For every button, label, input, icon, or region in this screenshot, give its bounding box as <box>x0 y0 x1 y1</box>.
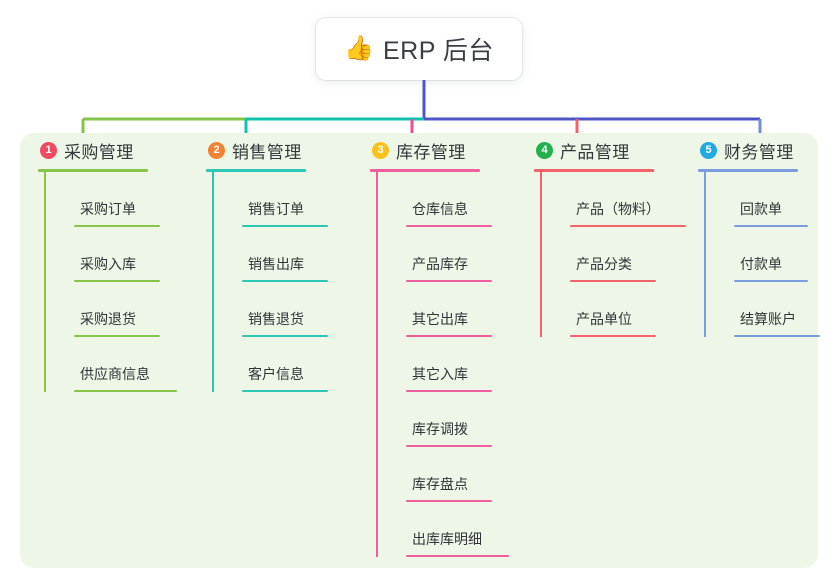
menu-item-rule <box>242 390 328 392</box>
menu-item-label: 出库库明细 <box>412 531 482 547</box>
column-财务管理: 5 财务管理回款单付款单结算账户 <box>698 133 838 337</box>
column-header[interactable]: 3 库存管理 <box>370 133 520 167</box>
column-title: 财务管理 <box>724 142 794 162</box>
menu-item-rule <box>74 335 160 337</box>
column-header-rule <box>534 169 654 172</box>
menu-item[interactable]: 库存调拨 <box>406 392 520 447</box>
column-header[interactable]: 1 采购管理 <box>38 133 188 167</box>
menu-item-rule <box>74 225 160 227</box>
menu-item[interactable]: 采购入库 <box>74 227 188 282</box>
menu-item-label: 产品分类 <box>576 256 632 272</box>
menu-item-label: 采购订单 <box>80 201 136 217</box>
menu-item-rule <box>406 280 492 282</box>
menu-item-rule <box>570 225 686 227</box>
menu-item-rule <box>406 335 492 337</box>
menu-item-rule <box>570 280 656 282</box>
menu-item[interactable]: 回款单 <box>734 172 838 227</box>
column-产品管理: 4 产品管理产品（物料） 产品分类产品单位 <box>534 133 694 337</box>
column-badge: 4 <box>536 141 553 159</box>
menu-item-label: 销售退货 <box>248 311 304 327</box>
column-items: 采购订单采购入库采购退货供应商信息 <box>44 172 188 392</box>
menu-item[interactable]: 产品（物料） <box>570 172 694 227</box>
menu-item[interactable]: 供应商信息 <box>74 337 188 392</box>
menu-item-rule <box>242 335 328 337</box>
column-title: 采购管理 <box>64 142 134 162</box>
menu-item[interactable]: 销售退货 <box>242 282 346 337</box>
column-title: 库存管理 <box>396 142 466 162</box>
menu-item-rule <box>734 225 808 227</box>
menu-item-label: 采购退货 <box>80 311 136 327</box>
menu-item[interactable]: 销售出库 <box>242 227 346 282</box>
column-采购管理: 1 采购管理采购订单采购入库采购退货供应商信息 <box>38 133 188 392</box>
menu-item[interactable]: 出库库明细 <box>406 502 520 557</box>
menu-item-label: 采购入库 <box>80 256 136 272</box>
menu-item-rule <box>406 445 492 447</box>
column-header-rule <box>206 169 306 172</box>
menu-item-rule <box>406 225 492 227</box>
menu-item[interactable]: 其它出库 <box>406 282 520 337</box>
menu-item[interactable]: 销售订单 <box>242 172 346 227</box>
column-items: 回款单付款单结算账户 <box>704 172 838 337</box>
menu-item[interactable]: 客户信息 <box>242 337 346 392</box>
root-node-card[interactable]: 👍 ERP 后台 <box>316 18 522 80</box>
column-库存管理: 3 库存管理仓库信息产品库存其它出库其它入库库存调拨库存盘点出库库明细 <box>370 133 520 557</box>
menu-item-rule <box>242 225 328 227</box>
column-销售管理: 2 销售管理销售订单销售出库销售退货客户信息 <box>206 133 346 392</box>
menu-item-label: 客户信息 <box>248 366 304 382</box>
menu-item-label: 回款单 <box>740 201 782 217</box>
menu-item[interactable]: 库存盘点 <box>406 447 520 502</box>
thumbs-up-icon: 👍 <box>344 35 374 62</box>
column-header[interactable]: 5 财务管理 <box>698 133 838 167</box>
column-title: 销售管理 <box>232 142 302 162</box>
menu-item-label: 产品（物料） <box>576 201 660 217</box>
menu-item-rule <box>406 500 492 502</box>
diagram-panel: 1 采购管理采购订单采购入库采购退货供应商信息 2 销售管理销售订单销售出库销售退货客… <box>20 133 820 568</box>
menu-item-label: 供应商信息 <box>80 366 150 382</box>
column-header-rule <box>38 169 148 172</box>
menu-item-rule <box>570 335 656 337</box>
column-items: 销售订单销售出库销售退货客户信息 <box>212 172 346 392</box>
menu-item-rule <box>734 280 808 282</box>
column-header-rule <box>370 169 480 172</box>
menu-item-label: 其它入库 <box>412 366 468 382</box>
menu-item[interactable]: 仓库信息 <box>406 172 520 227</box>
menu-item-label: 其它出库 <box>412 311 468 327</box>
menu-item[interactable]: 采购退货 <box>74 282 188 337</box>
column-items: 仓库信息产品库存其它出库其它入库库存调拨库存盘点出库库明细 <box>376 172 520 557</box>
root-title: ERP 后台 <box>382 37 494 65</box>
menu-item-label: 仓库信息 <box>412 201 468 217</box>
column-badge: 5 <box>700 141 717 159</box>
menu-item-label: 销售订单 <box>248 201 304 217</box>
menu-item[interactable]: 产品单位 <box>570 282 694 337</box>
column-title: 产品管理 <box>560 142 630 162</box>
menu-item-rule <box>74 390 177 392</box>
column-header-rule <box>698 169 798 172</box>
menu-item[interactable]: 其它入库 <box>406 337 520 392</box>
menu-item-label: 结算账户 <box>740 311 796 327</box>
menu-item[interactable]: 产品分类 <box>570 227 694 282</box>
menu-item-label: 销售出库 <box>248 256 304 272</box>
column-badge: 2 <box>208 141 225 159</box>
menu-item-label: 库存盘点 <box>412 476 468 492</box>
column-items: 产品（物料） 产品分类产品单位 <box>540 172 694 337</box>
column-badge: 3 <box>372 141 389 159</box>
column-header[interactable]: 2 销售管理 <box>206 133 346 167</box>
menu-item-label: 产品单位 <box>576 311 632 327</box>
menu-item-rule <box>74 280 160 282</box>
menu-item-rule <box>406 390 492 392</box>
menu-item[interactable]: 结算账户 <box>734 282 838 337</box>
menu-item-label: 库存调拨 <box>412 421 468 437</box>
menu-item[interactable]: 采购订单 <box>74 172 188 227</box>
menu-item-rule <box>734 335 820 337</box>
menu-item-label: 付款单 <box>740 256 782 272</box>
menu-item-rule <box>406 555 509 557</box>
menu-item[interactable]: 产品库存 <box>406 227 520 282</box>
menu-item-label: 产品库存 <box>412 256 468 272</box>
column-header[interactable]: 4 产品管理 <box>534 133 694 167</box>
menu-item-rule <box>242 280 328 282</box>
column-badge: 1 <box>40 141 57 159</box>
menu-item[interactable]: 付款单 <box>734 227 838 282</box>
